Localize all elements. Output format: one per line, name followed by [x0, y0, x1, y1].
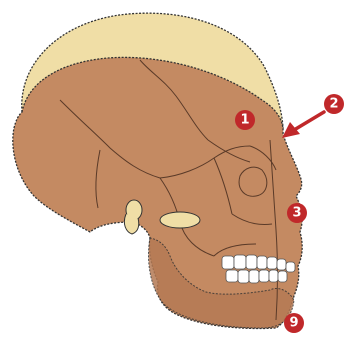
svg-text:1: 1	[240, 113, 249, 128]
marker-3: 3	[287, 203, 307, 223]
svg-text:3: 3	[292, 206, 301, 221]
svg-text:2: 2	[329, 97, 338, 112]
marker-9: 9	[284, 313, 304, 333]
arrow-to-nasion	[282, 112, 324, 138]
svg-text:9: 9	[289, 316, 298, 331]
marker-2: 2	[324, 94, 344, 114]
zygomatic-arch	[160, 212, 200, 228]
marker-1: 1	[235, 110, 255, 130]
